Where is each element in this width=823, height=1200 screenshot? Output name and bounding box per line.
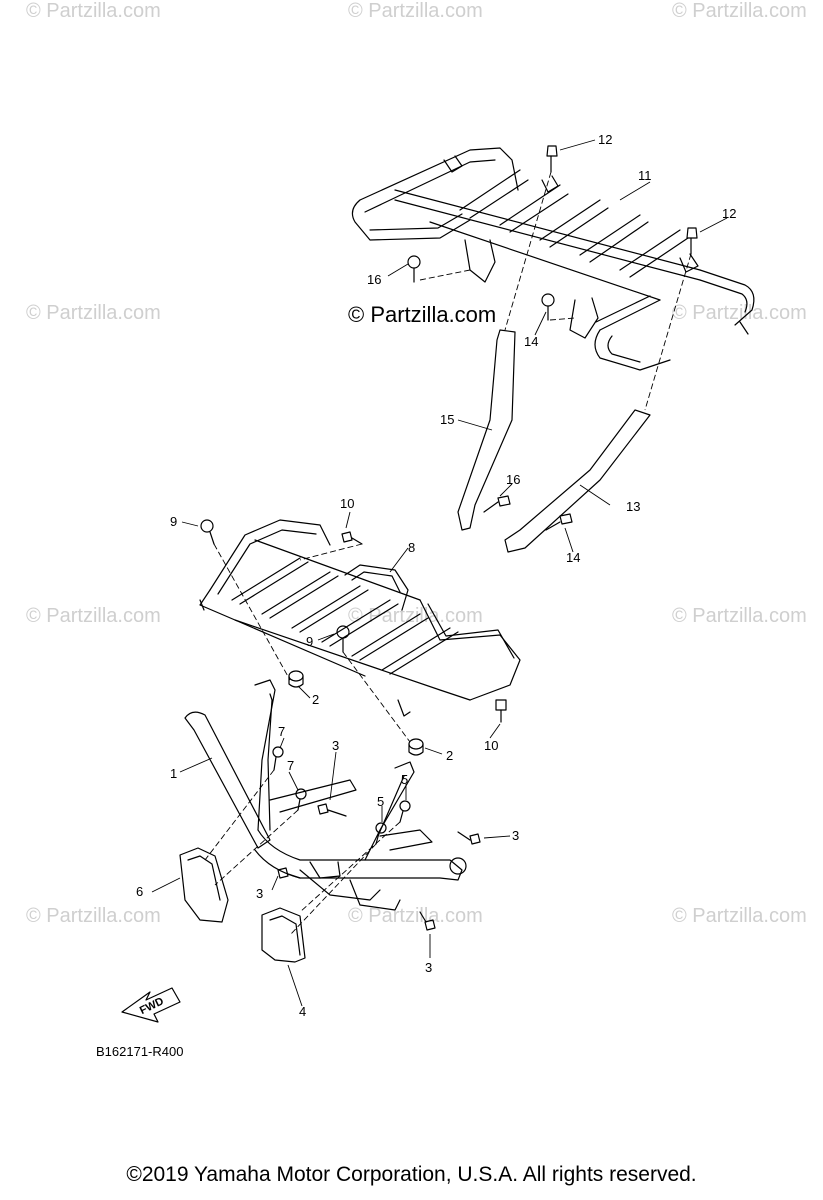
callout-14: 14 [566,550,580,565]
guard-cover-6 [179,847,229,923]
callout-8: 8 [408,540,415,555]
bolt-16a [407,255,421,283]
center-watermark: © Partzilla.com [348,302,497,327]
bolt-7b [295,788,307,811]
copyright-notice: ©2019 Yamaha Motor Corporation, U.S.A. A… [126,1163,697,1186]
bolt-10a [341,531,363,545]
bolt-12a [546,145,558,173]
bolt-3b [457,831,481,845]
bolt-10b [495,699,507,723]
callout-3: 3 [425,960,432,975]
callout-10: 10 [340,496,354,511]
callout-14: 14 [524,334,538,349]
callout-2: 2 [312,692,319,707]
rear-stay-15 [457,329,516,531]
rear-stay-13 [504,409,651,553]
callout-7: 7 [287,758,294,773]
callout-11: 11 [638,168,652,183]
callout-1: 1 [170,766,177,781]
watermark: © Partzilla.com [672,0,807,22]
part-callouts: 12 11 12 16 14 15 16 13 14 10 9 8 9 2 10… [136,132,736,1019]
bolt-9a [200,519,215,545]
bolt-12b [686,227,698,255]
watermark: © Partzilla.com [672,905,807,927]
watermark: © Partzilla.com [26,0,161,22]
callout-5: 5 [401,772,408,787]
watermark: © Partzilla.com [672,605,807,627]
callout-3: 3 [256,886,263,901]
bolt-5b [375,822,387,845]
bolt-3d [419,911,436,931]
callout-12: 12 [598,132,612,147]
collar-2b [408,738,424,756]
callout-16: 16 [367,272,381,287]
callout-13: 13 [626,499,640,514]
callout-6: 6 [136,884,143,899]
callout-3: 3 [332,738,339,753]
bolt-5a [399,800,411,823]
collar-2a [288,670,304,688]
front-guard-frame [184,679,467,911]
rear-carrier [351,147,755,371]
callout-9: 9 [170,514,177,529]
watermark: © Partzilla.com [26,302,161,324]
bolt-3c [277,867,301,879]
guard-cover-4 [261,907,306,963]
callout-10: 10 [484,738,498,753]
watermark: © Partzilla.com [348,0,483,22]
callout-2: 2 [446,748,453,763]
watermark: © Partzilla.com [348,905,483,927]
bolt-16b [483,495,511,513]
front-carrier [199,519,521,717]
callout-3: 3 [512,828,519,843]
bolt-9b [336,625,350,653]
forward-direction-arrow [121,987,181,1023]
diagram-code: B162171-R400 [96,1044,184,1059]
bolt-14a [541,293,555,321]
watermark: © Partzilla.com [26,905,161,927]
watermark: © Partzilla.com [672,302,807,324]
bolt-7a [272,746,284,771]
callout-16: 16 [506,472,520,487]
callout-12: 12 [722,206,736,221]
bolt-14b [545,513,573,531]
watermark: © Partzilla.com [348,605,483,627]
callout-9: 9 [306,634,313,649]
callout-4: 4 [299,1004,306,1019]
callout-15: 15 [440,412,454,427]
bolt-3a [317,803,347,817]
watermark: © Partzilla.com [26,605,161,627]
fwd-label: FWD [138,995,166,1017]
callout-5: 5 [377,794,384,809]
callout-7: 7 [278,724,285,739]
